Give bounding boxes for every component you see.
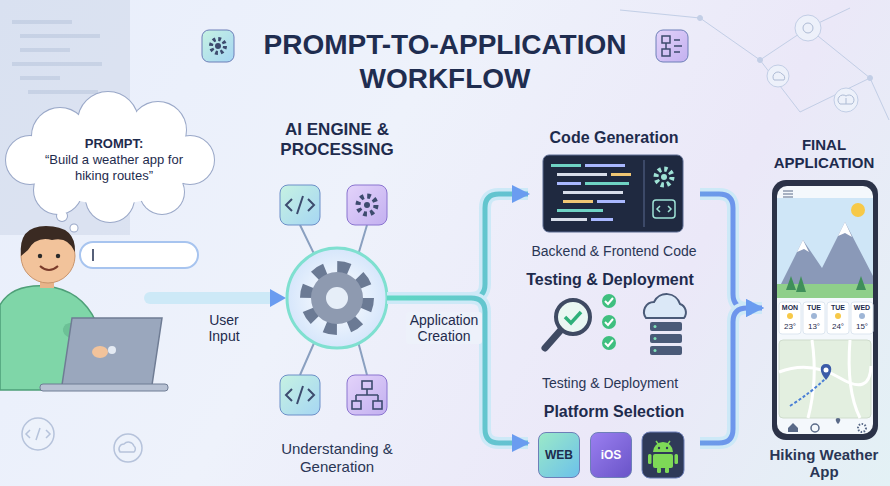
platform-group: Platform SelectionWEB iOS: [528, 402, 700, 484]
forecast-text: MON: [779, 303, 801, 312]
node-heading: Testing & Deployment: [520, 270, 700, 289]
ai-engine: AI ENGINE & PROCESSING Understanding & Ge…: [268, 120, 406, 476]
diagram-title: PROMPT-TO-APPLICATION WORKFLOW: [240, 28, 650, 96]
platform-chip: iOS: [590, 432, 632, 478]
connector-glow: [700, 194, 762, 308]
node-text: Backend & Frontend Code: [528, 243, 700, 260]
process-stage: Code GenerationBackend & Frontend Code: [528, 128, 700, 260]
forecast-text: TUE: [827, 303, 849, 312]
forecast-text: 15°: [851, 322, 873, 332]
node-heading: WEB: [539, 448, 579, 462]
connector: [700, 194, 762, 308]
connector-line: [406, 298, 528, 443]
network-decoration: [620, 8, 889, 120]
node-text: Testing & Deployment: [520, 375, 700, 392]
node-text: Hiking Weather App: [762, 446, 886, 480]
node-heading: Platform Selection: [528, 402, 700, 421]
node-text: Understanding & Generation: [268, 440, 406, 476]
forecast-text: WED: [851, 303, 873, 312]
connector-line: [406, 194, 528, 298]
platform-chip: WEB: [538, 432, 580, 478]
node-heading: PROMPT:: [38, 136, 190, 152]
connector-line: [700, 308, 762, 443]
connector: [406, 194, 528, 298]
connector-glow: [406, 194, 528, 298]
ai-engine-illustration: [280, 185, 408, 415]
node-heading: FINAL APPLICATION: [762, 136, 886, 172]
node-heading: Code Generation: [528, 128, 700, 147]
connector-line: [700, 194, 762, 308]
connector: [406, 298, 528, 443]
forecast-text: 23°: [779, 322, 801, 332]
node-text: “Build a weather app for hiking routes”: [38, 152, 190, 184]
node-heading: AI ENGINE & PROCESSING: [268, 120, 406, 160]
process-stage: Testing & DeploymentTesting & Deployment: [520, 270, 700, 392]
phone-illustration: [772, 180, 878, 440]
forecast-text: TUE: [803, 303, 825, 312]
node-heading: iOS: [591, 448, 631, 462]
person-illustration: [0, 226, 198, 391]
connector: [700, 308, 762, 443]
thought-cloud: [6, 92, 214, 232]
testing-icons: [545, 294, 686, 355]
code-panel: [543, 155, 683, 232]
flow-label: User Input: [196, 312, 252, 344]
connector-glow: [406, 298, 528, 443]
input-arrow: [150, 289, 286, 307]
connector-glow: [700, 308, 762, 443]
android-icon: [642, 432, 684, 478]
corner-icons: [22, 418, 142, 462]
forecast-text: 13°: [803, 322, 825, 332]
forecast-text: 24°: [827, 322, 849, 332]
edge-label: Application Creation: [406, 312, 482, 344]
prompt-bubble: PROMPT:“Build a weather app for hiking r…: [30, 120, 198, 200]
